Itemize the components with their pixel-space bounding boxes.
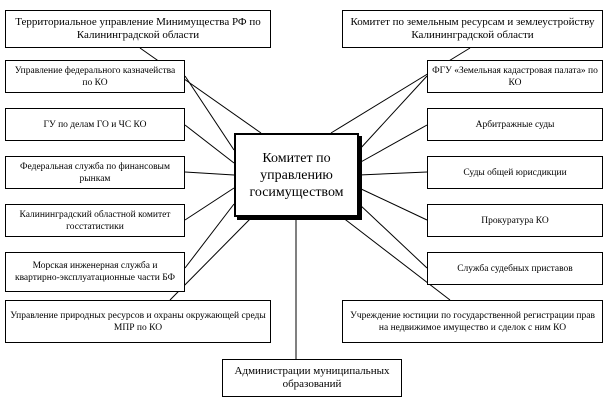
connector-line xyxy=(184,203,235,269)
box-left-4: Калининградский областной комитет госста… xyxy=(5,204,185,237)
box-left-3: Федеральная служба по финансовым рынкам xyxy=(5,156,185,189)
box-right-6: Учреждение юстиции по государственной ре… xyxy=(342,300,603,343)
box-left-1: Управление федерального казначейства по … xyxy=(5,60,185,93)
box-right-4: Прокуратура КО xyxy=(427,204,603,237)
box-left-5: Морская инженерная служба и квартирно-эк… xyxy=(5,252,185,292)
box-right-5: Служба судебных приставов xyxy=(427,252,603,285)
connector-line xyxy=(184,171,235,176)
connector-line xyxy=(358,75,428,151)
box-right-3: Суды общей юрисдикции xyxy=(427,156,603,189)
connector-line xyxy=(358,203,428,269)
box-territorial-office: Территориальное управление Минимущества … xyxy=(5,10,271,48)
box-land-resources-committee: Комитет по земельным ресурсам и землеуст… xyxy=(342,10,603,48)
connector-line xyxy=(341,216,451,301)
connector-line xyxy=(184,187,235,221)
connector-line xyxy=(184,75,235,151)
box-center-committee: Комитет по управлению госимуществом xyxy=(234,133,359,217)
box-right-1: ФГУ «Земельная кадастровая палата» по КО xyxy=(427,60,603,93)
connector-line xyxy=(358,171,428,176)
box-left-2: ГУ по делам ГО и ЧС КО xyxy=(5,108,185,141)
box-right-2: Арбитражные суды xyxy=(427,108,603,141)
box-municipal-administrations: Администрации муниципальных образований xyxy=(222,359,402,397)
box-left-6: Управление природных ресурсов и охраны о… xyxy=(5,300,271,343)
connector-line xyxy=(358,187,428,221)
connector-line xyxy=(358,124,428,164)
connector-line xyxy=(184,124,235,164)
